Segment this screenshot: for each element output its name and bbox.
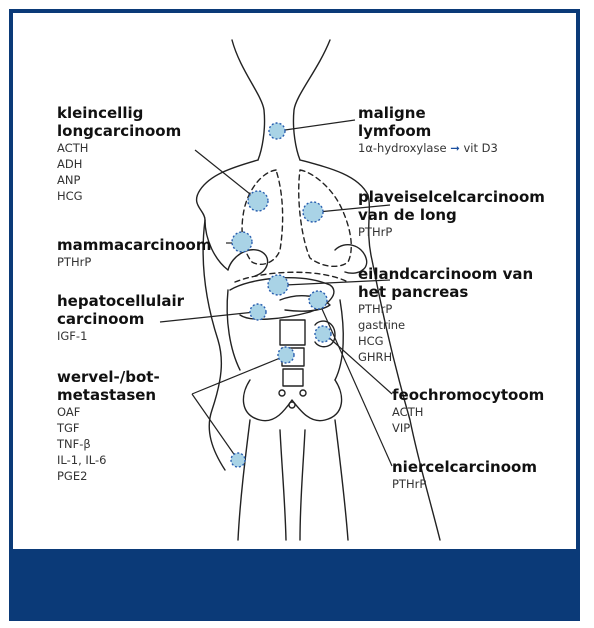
label-feo: feochromocytoom ACTH VIP [392, 386, 544, 436]
label-hepato: hepatocellulair carcinoom IGF-1 [57, 292, 184, 344]
lymfoom-item-right: vit D3 [463, 141, 497, 155]
wervel-title-2: metastasen [57, 386, 160, 404]
hepato-item: IGF-1 [57, 328, 184, 344]
nier-item: PTHrP [392, 476, 537, 492]
kleincellig-item: ANP [57, 172, 181, 188]
tumor-spot-pancreas [309, 291, 327, 309]
hepato-title-2: carcinoom [57, 310, 184, 328]
wervel-item: PGE2 [57, 468, 160, 484]
label-eiland: eilandcarcinoom van het pancreas PTHrP g… [358, 265, 533, 365]
leader-kleincellig [195, 150, 255, 198]
tumor-spot-lymfoom [269, 123, 285, 139]
plaveisel-item: PTHrP [358, 224, 545, 240]
wervel-title-1: wervel-/bot- [57, 368, 160, 386]
breast-left [228, 250, 268, 276]
mamma-title: mammacarcinoom [57, 236, 212, 254]
leg-right [335, 420, 348, 540]
eiland-item: GHRH [358, 349, 533, 365]
leg-left [238, 420, 250, 540]
tumor-spot-nier [315, 326, 331, 342]
eiland-item: gastrine [358, 317, 533, 333]
lymfoom-item-left: 1α-hydroxylase [358, 141, 447, 155]
kleincellig-title-1: kleincellig [57, 104, 181, 122]
plaveisel-title-1: plaveiselcelcarcinoom [358, 188, 545, 206]
wervel-item: TGF [57, 420, 160, 436]
kleincellig-title-2: longcarcinoom [57, 122, 181, 140]
eiland-title-2: het pancreas [358, 283, 533, 301]
label-wervel: wervel-/bot- metastasen OAF TGF TNF-β IL… [57, 368, 160, 484]
nier-title: niercelcarcinoom [392, 458, 537, 476]
tumor-spot-bot [231, 453, 245, 467]
label-nier: niercelcarcinoom PTHrP [392, 458, 537, 492]
arm-left-inner [227, 290, 240, 370]
label-plaveisel: plaveiselcelcarcinoom van de long PTHrP [358, 188, 545, 240]
leg-right-inner [300, 430, 305, 540]
kleincellig-item: ADH [57, 156, 181, 172]
label-mamma: mammacarcinoom PTHrP [57, 236, 212, 270]
tumor-spot-plaveisel [303, 202, 323, 222]
eiland-title-1: eilandcarcinoom van [358, 265, 533, 283]
leader-wervel-1 [192, 356, 285, 394]
lymfoom-item: 1α-hydroxylase ➞ vit D3 [358, 140, 498, 156]
head-outline-right [293, 40, 330, 160]
kleincellig-item: HCG [57, 188, 181, 204]
plaveisel-title-2: van de long [358, 206, 545, 224]
head-outline [232, 40, 265, 160]
feo-item: ACTH [392, 404, 544, 420]
arrow-right-icon: ➞ [450, 141, 460, 155]
tumor-spot-kleincellig [248, 191, 268, 211]
feo-item: VIP [392, 420, 544, 436]
label-kleincellig: kleincellig longcarcinoom ACTH ADH ANP H… [57, 104, 181, 204]
eiland-item: PTHrP [358, 301, 533, 317]
tumor-spot-eiland [268, 275, 288, 295]
leader-lymfoom [285, 120, 355, 130]
eiland-item: HCG [358, 333, 533, 349]
hepato-title-1: hepatocellulair [57, 292, 184, 310]
lymfoom-title-2: lymfoom [358, 122, 498, 140]
tumor-spot-wervel [278, 347, 294, 363]
wervel-item: IL-1, IL-6 [57, 452, 160, 468]
kleincellig-item: ACTH [57, 140, 181, 156]
tumor-spot-hepato [250, 304, 266, 320]
feo-title: feochromocytoom [392, 386, 544, 404]
wervel-item: OAF [57, 404, 160, 420]
lymfoom-title-1: maligne [358, 104, 498, 122]
mamma-item: PTHrP [57, 254, 212, 270]
tumor-spot-mamma [232, 232, 252, 252]
leg-left-inner [280, 430, 286, 540]
wervel-item: TNF-β [57, 436, 160, 452]
label-lymfoom: maligne lymfoom 1α-hydroxylase ➞ vit D3 [358, 104, 498, 156]
